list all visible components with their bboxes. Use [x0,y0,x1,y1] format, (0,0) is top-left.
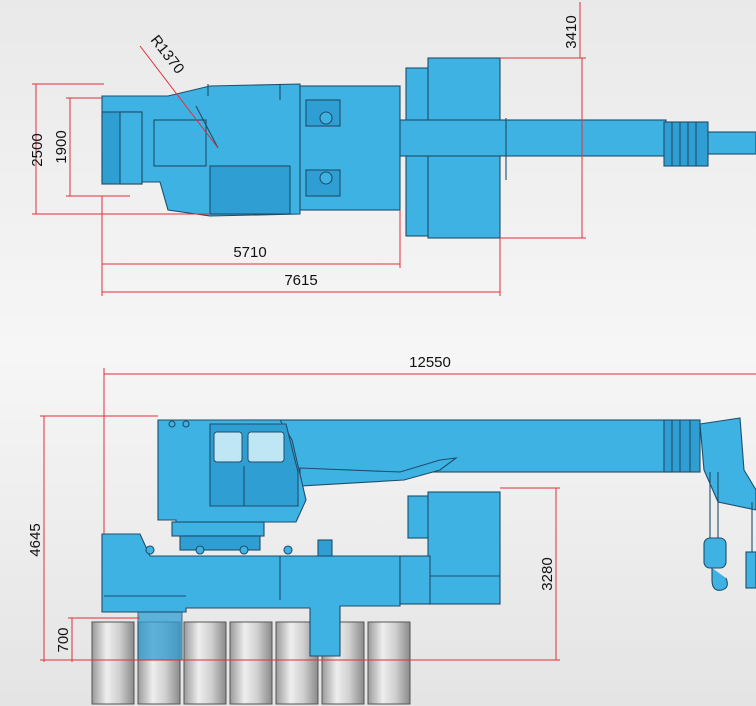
dim-track-width: 1900 [53,130,70,163]
dim-overall-height: 4645 [27,523,44,556]
dim-counterweight-length: 7615 [284,272,317,289]
top-boom-head [663,121,709,167]
hook-icon [711,568,728,591]
side-luffing-cylinder [299,457,458,487]
cab-window-right [247,431,285,463]
dim-boom-length: 12550 [409,354,451,371]
slewing-ring [171,521,265,537]
side-carrier [101,533,401,657]
side-view: 12550 4645 3280 700 [27,354,756,705]
dim-overall-width: 2500 [29,133,46,166]
dim-counterweight-width: 3410 [563,15,580,48]
top-view: 2500 1900 R1370 3410 5710 7615 [29,2,756,296]
side-boom [239,419,671,473]
dim-counterweight-height: 3280 [539,557,556,590]
dim-ground-clearance: 700 [55,627,72,652]
side-counterweight-top [407,495,431,539]
hook-block [703,537,727,569]
side-counterweight [427,491,501,605]
cab-window-left [213,431,243,463]
top-cab [209,165,291,215]
side-boom-head [699,417,756,511]
pipe-stack [91,621,411,705]
dim-body-length: 5710 [233,244,266,261]
top-boom-tip [707,131,756,155]
